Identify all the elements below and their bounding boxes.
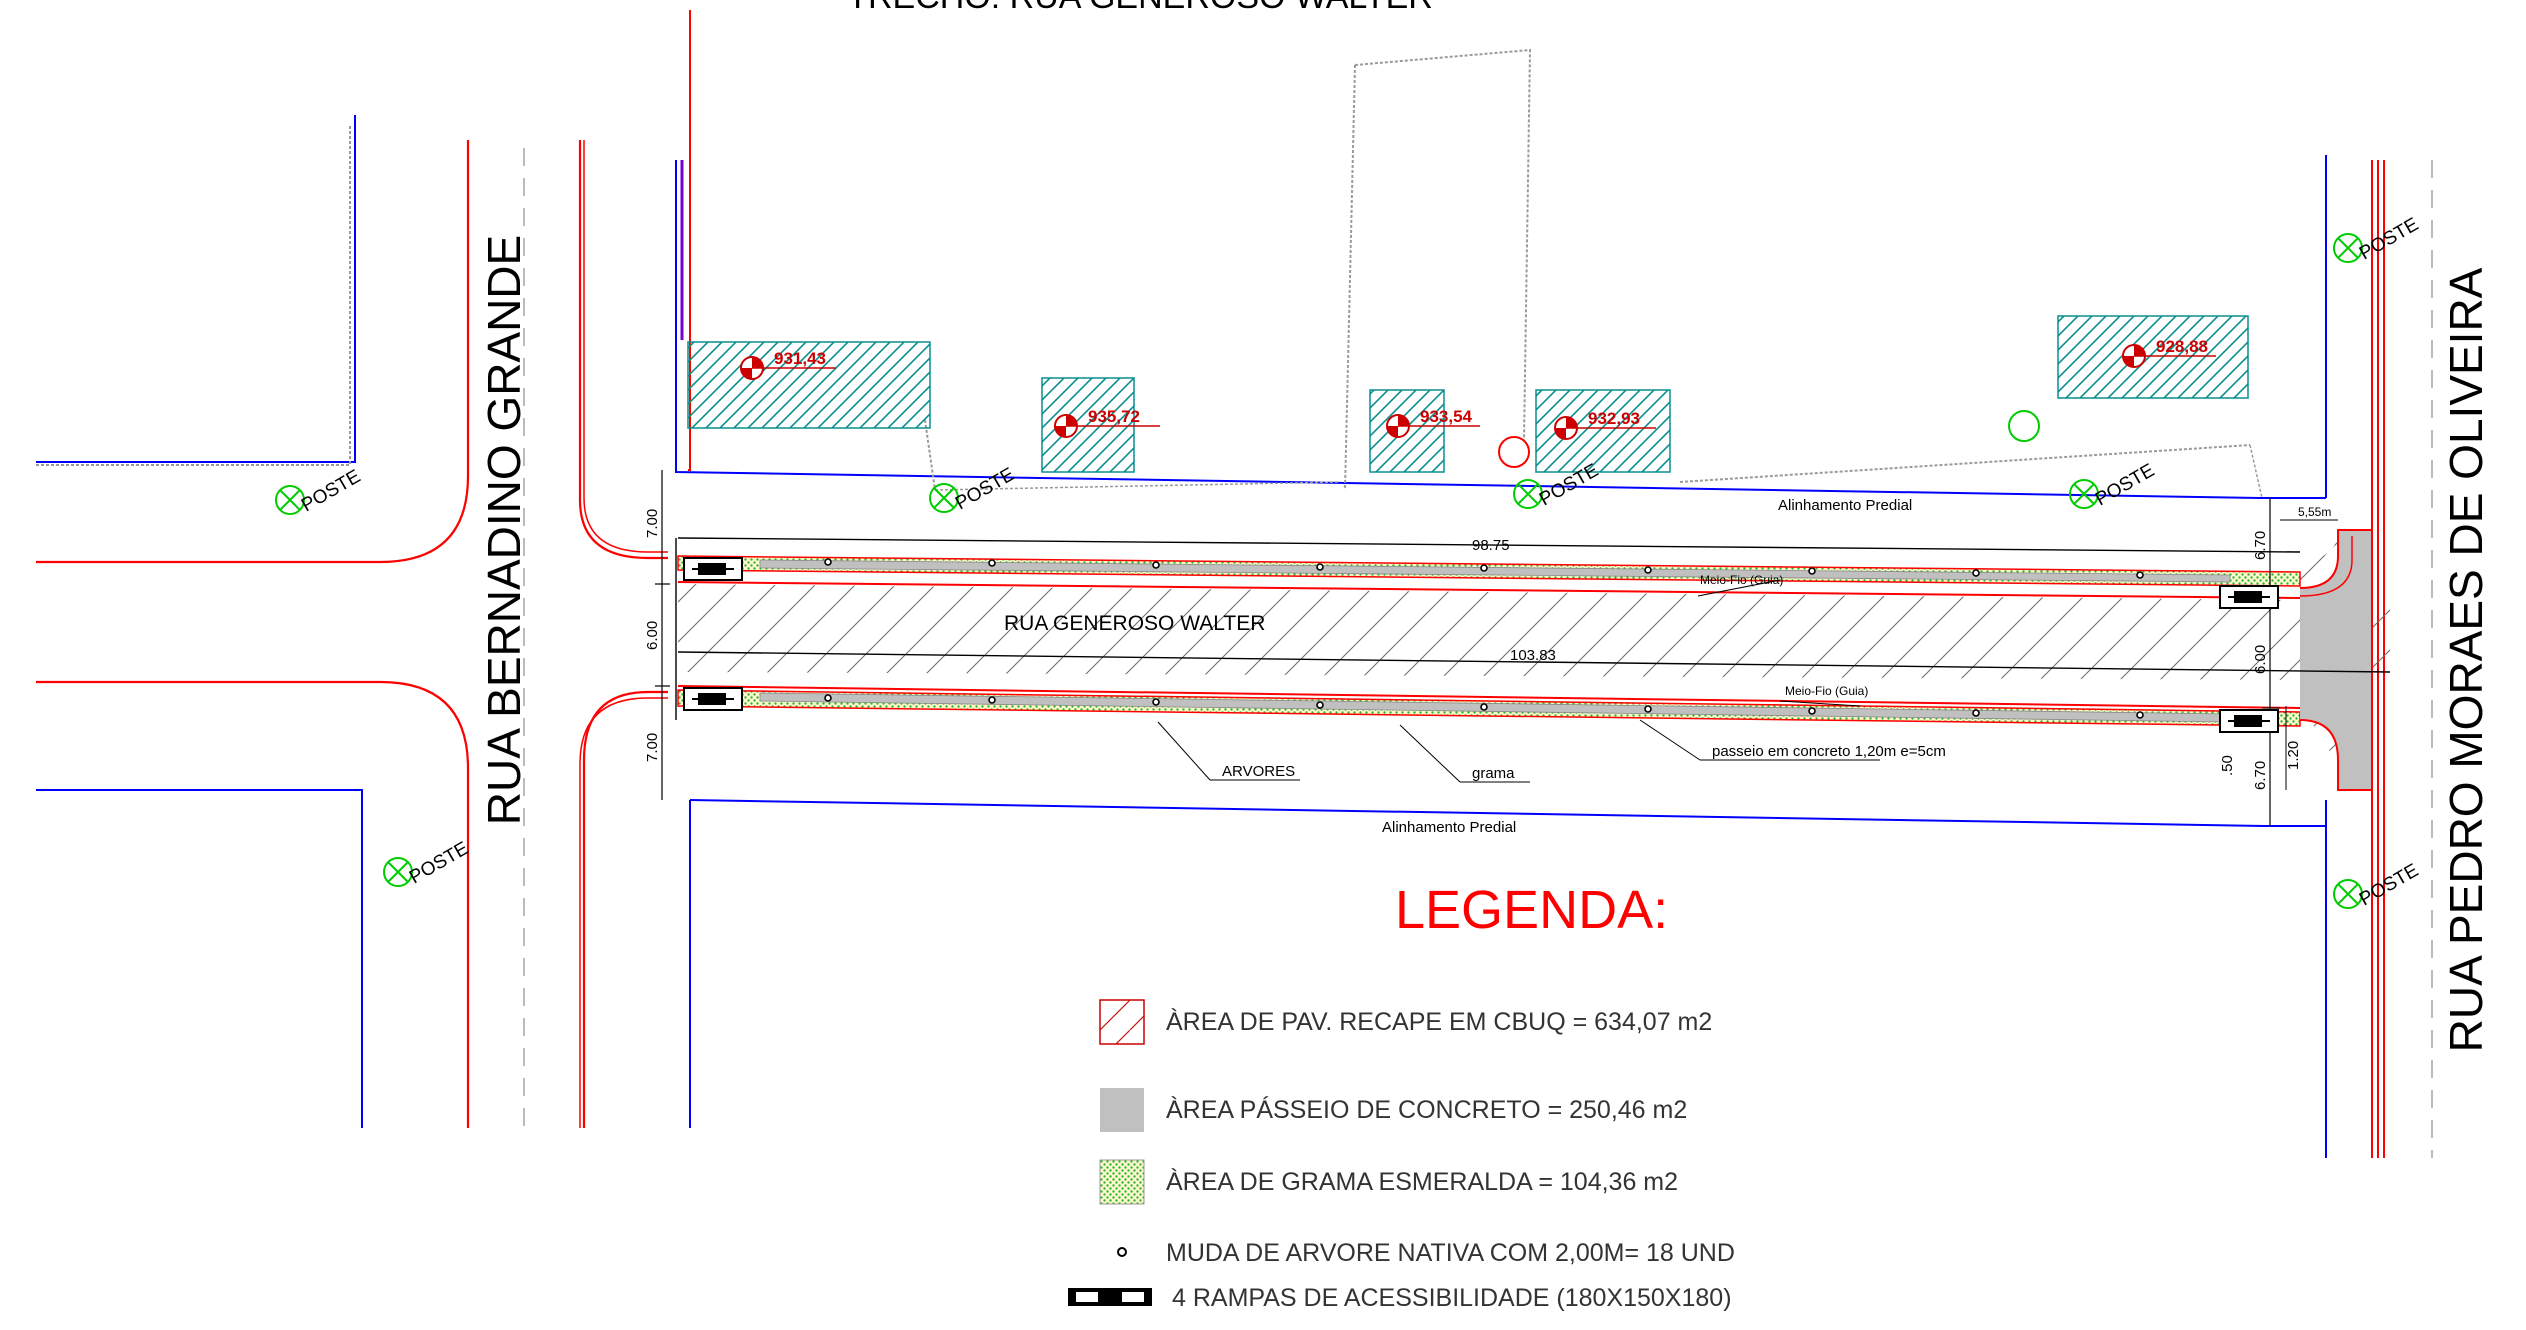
trees-label: ARVORES [1222, 763, 1295, 780]
dimension-right-bot: 6.70 [2252, 761, 2269, 790]
legend-item: MUDA DE ARVORE NATIVA COM 2,00M= 18 UND [1117, 1239, 1735, 1267]
street-label-right: RUA PEDRO MORAES DE OLIVEIRA [2440, 267, 2492, 1052]
property-line-label-top: Alinhamento Predial [1778, 497, 1912, 514]
dimension-left-mid: 6.00 [644, 621, 661, 650]
tree-seedlings [824, 558, 2144, 719]
tree-dot [1972, 709, 1980, 717]
tree-dot [1480, 703, 1488, 711]
poste-label: POSTE [2092, 460, 2158, 510]
legend-text: MUDA DE ARVORE NATIVA COM 2,00M= 18 UND [1166, 1239, 1735, 1267]
legend-text: 4 RAMPAS DE ACESSIBILIDADE (180X150X180) [1172, 1284, 1732, 1312]
tree-dot [1152, 698, 1160, 706]
poste-label: POSTE [298, 466, 364, 516]
left-street-lines [36, 10, 691, 1128]
curb-label-bottom: Meio-Fio (Guia) [1785, 684, 1868, 698]
tree-dot [988, 559, 996, 567]
property-line-label-bottom: Alinhamento Predial [1382, 819, 1516, 836]
curb-label-top: Meio-Fio (Guia) [1700, 573, 1783, 587]
poste-label: POSTE [2356, 860, 2422, 910]
poste-label: POSTE [2356, 214, 2422, 264]
dimension-length-mid: 103.83 [1510, 647, 1556, 664]
sidewalk-label: passeio em concreto 1,20m e=5cm [1712, 743, 1946, 760]
legend-item: ÀREA DE GRAMA ESMERALDA = 104,36 m2 [1099, 1159, 1678, 1205]
street-label-left: RUA BERNADINO GRANDE [478, 235, 530, 825]
legend-item: 4 RAMPAS DE ACESSIBILIDADE (180X150X180) [1068, 1284, 1732, 1312]
plan-title: TRECHO: RUA GENEROSO WALTER [847, 0, 1433, 16]
tree-dot [1644, 566, 1652, 574]
elevation-marker: 928,88 [2122, 337, 2216, 368]
tree-existing-green [2008, 410, 2040, 442]
elevation-value: 933,54 [1420, 407, 1473, 426]
dimension-radius: 5,55m [2298, 505, 2331, 519]
tree-dot [1808, 567, 1816, 575]
ramp [2219, 585, 2279, 609]
legend-swatch-hatch [1099, 999, 1145, 1045]
legend-swatch-ramp [1068, 1288, 1152, 1306]
legend-swatch-grass [1099, 1159, 1145, 1205]
tree-dot [824, 558, 832, 566]
poste-icon: POSTE [383, 838, 472, 888]
elevation-marker: 935,72 [1054, 407, 1160, 438]
legend-text: ÀREA DE GRAMA ESMERALDA = 104,36 m2 [1166, 1167, 1678, 1196]
ramp [2219, 709, 2279, 733]
legend-item: ÀREA DE PAV. RECAPE EM CBUQ = 634,07 m2 [1099, 999, 1712, 1045]
poste-icon: POSTE [2069, 460, 2158, 510]
dimension-right-small-1: .50 [2219, 755, 2236, 776]
legend: LEGENDA: ÀREA DE PAV. RECAPE EM CBUQ = 6… [1068, 880, 1735, 1312]
elevation-marker: 931,43 [740, 349, 836, 380]
tree-dot [1152, 561, 1160, 569]
dimension-left-top: 7.00 [644, 509, 661, 538]
tree-existing-red [1498, 436, 1530, 468]
elevation-value: 931,43 [774, 349, 826, 368]
dimension-right-small-2: 1.20 [2285, 741, 2302, 770]
main-street [655, 470, 2391, 826]
elevation-value: 935,72 [1088, 407, 1140, 426]
dimension-left-bot: 7.00 [644, 733, 661, 762]
poste-label: POSTE [406, 838, 472, 888]
poste-icon: POSTE [275, 466, 364, 516]
legend-title: LEGENDA: [1395, 880, 1668, 940]
buildings [687, 315, 2249, 473]
building [687, 341, 931, 429]
elevation-marker: 932,93 [1554, 409, 1656, 440]
grass-label: grama [1472, 765, 1515, 782]
lower-property-line [689, 799, 2326, 827]
legend-text: ÀREA PÁSSEIO DE CONCRETO = 250,46 m2 [1166, 1095, 1687, 1124]
legend-swatch-gray [1100, 1088, 1144, 1132]
tree-dot [2136, 571, 2144, 579]
dimension-right-top: 6.70 [2252, 531, 2269, 560]
legend-swatch-tree [1117, 1247, 1127, 1257]
elevation-value: 928,88 [2156, 337, 2208, 356]
elevation-marker: 933,54 [1386, 407, 1480, 438]
tree-dot [1972, 569, 1980, 577]
dimension-length-top: 98.75 [1472, 537, 1510, 554]
tree-dot [1480, 564, 1488, 572]
tree-dot [824, 694, 832, 702]
ramp [683, 557, 743, 581]
tree-dot [1644, 705, 1652, 713]
upper-block [675, 48, 2326, 499]
tree-dot [1808, 707, 1816, 715]
tree-dot [1316, 701, 1324, 709]
tree-dot [1316, 563, 1324, 571]
elevation-markers: 931,43 935,72 933,54 932,93 928,88 [740, 337, 2216, 440]
tree-dot [988, 696, 996, 704]
ramp [683, 687, 743, 711]
legend-item: ÀREA PÁSSEIO DE CONCRETO = 250,46 m2 [1100, 1088, 1687, 1132]
tree-dot [2136, 711, 2144, 719]
street-label-main: RUA GENEROSO WALTER [1004, 612, 1265, 635]
accessibility-ramps [683, 557, 2279, 733]
elevation-value: 932,93 [1588, 409, 1640, 428]
dimension-right-mid: 6.00 [2252, 645, 2269, 674]
legend-text: ÀREA DE PAV. RECAPE EM CBUQ = 634,07 m2 [1166, 1007, 1712, 1036]
building [2057, 315, 2249, 399]
poste-icon: POSTE [929, 464, 1018, 514]
